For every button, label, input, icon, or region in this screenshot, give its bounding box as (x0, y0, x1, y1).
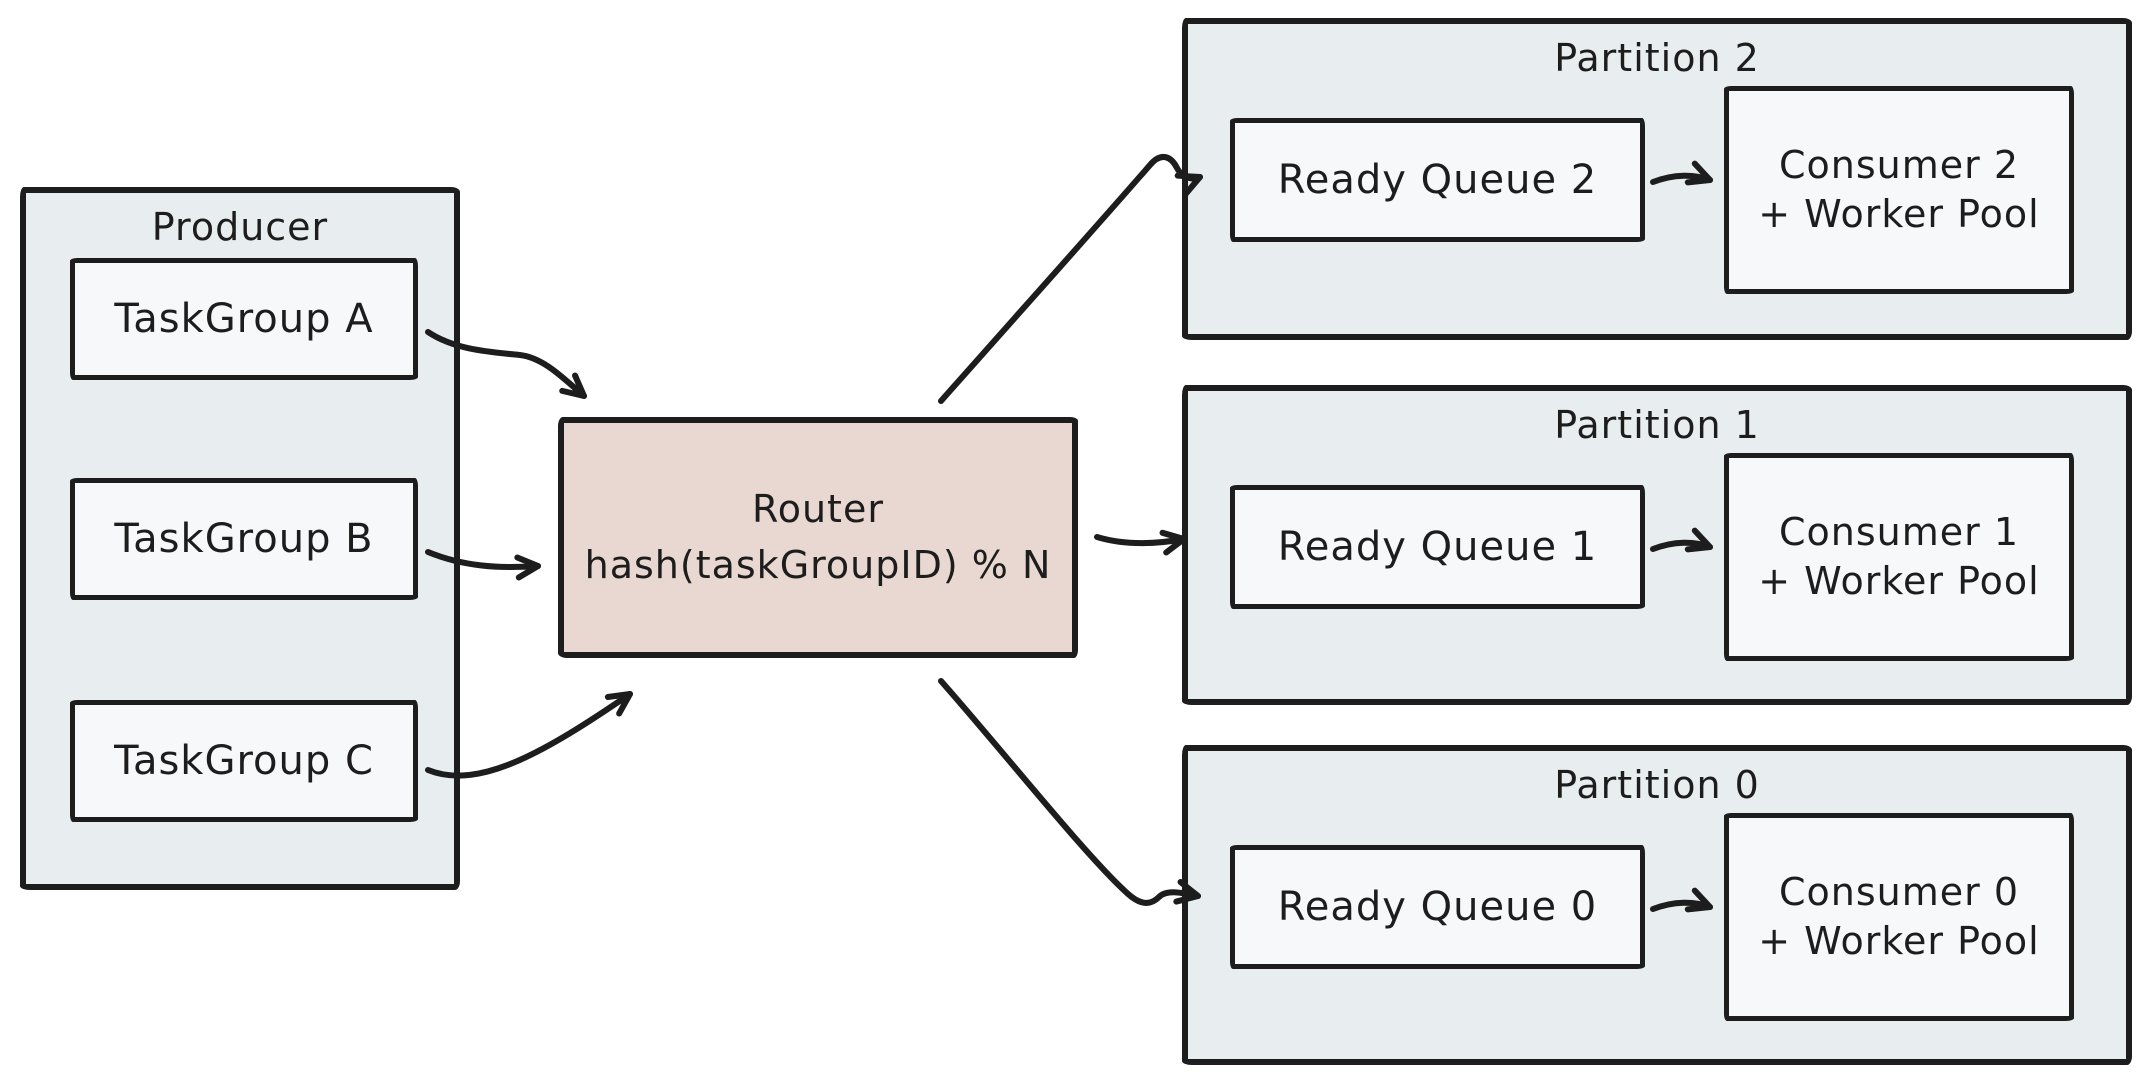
consumer-2-label-line1: Consumer 2 (1778, 142, 2020, 187)
producer-group: Producer TaskGroup A TaskGroup B TaskGro… (20, 187, 460, 890)
router-title: Router (752, 487, 884, 532)
partition-1-group: Partition 1 Ready Queue 1 Consumer 1 + W… (1182, 385, 2132, 705)
ready-queue-0-box: Ready Queue 0 (1230, 845, 1645, 969)
consumer-1-box: Consumer 1 + Worker Pool (1724, 453, 2074, 661)
router-box: Router hash(taskGroupID) % N (558, 417, 1078, 658)
taskgroup-b-label: TaskGroup B (114, 516, 374, 562)
consumer-0-label-line2: + Worker Pool (1758, 919, 2040, 963)
ready-queue-0-label: Ready Queue 0 (1277, 884, 1598, 930)
ready-queue-2-label: Ready Queue 2 (1277, 157, 1598, 203)
consumer-2-label-line2: + Worker Pool (1758, 192, 2040, 236)
producer-title: Producer (151, 205, 329, 249)
partition-2-group: Partition 2 Ready Queue 2 Consumer 2 + W… (1182, 18, 2132, 340)
taskgroup-c-label: TaskGroup C (114, 738, 374, 784)
partition-1-title: Partition 1 (1554, 403, 1760, 447)
consumer-0-label-line1: Consumer 0 (1778, 869, 2020, 914)
consumer-1-label-line2: + Worker Pool (1758, 559, 2040, 603)
ready-queue-2-box: Ready Queue 2 (1230, 118, 1645, 242)
ready-queue-1-label: Ready Queue 1 (1277, 524, 1598, 570)
consumer-2-box: Consumer 2 + Worker Pool (1724, 86, 2074, 294)
arrow-router-to-partition-1 (1094, 529, 1187, 556)
taskgroup-b-box: TaskGroup B (70, 478, 418, 600)
arrow-router-to-partition-2 (938, 154, 1203, 404)
taskgroup-a-box: TaskGroup A (70, 258, 418, 380)
consumer-1-label-line1: Consumer 1 (1778, 509, 2020, 554)
partition-2-title: Partition 2 (1554, 36, 1760, 80)
taskgroup-c-box: TaskGroup C (70, 700, 418, 822)
consumer-0-box: Consumer 0 + Worker Pool (1724, 813, 2074, 1021)
taskgroup-a-label: TaskGroup A (114, 296, 374, 342)
partition-0-group: Partition 0 Ready Queue 0 Consumer 0 + W… (1182, 745, 2132, 1065)
arrow-router-to-partition-0 (938, 678, 1201, 906)
partition-0-title: Partition 0 (1554, 763, 1760, 807)
ready-queue-1-box: Ready Queue 1 (1230, 485, 1645, 609)
router-formula: hash(taskGroupID) % N (584, 542, 1052, 587)
